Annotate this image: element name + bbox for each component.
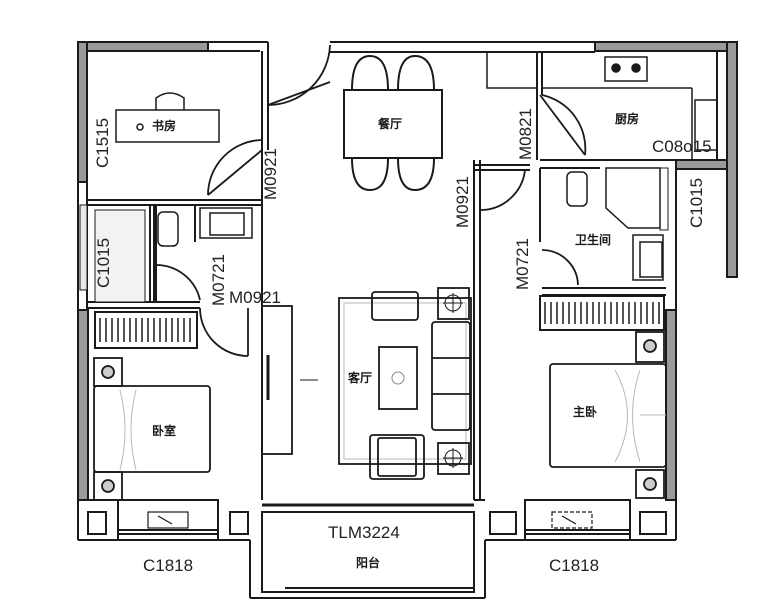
door-code-bath-right: M0721 <box>513 238 532 290</box>
living-room-set <box>261 287 472 480</box>
window-code-right-bath: C1015 <box>687 177 706 228</box>
door-code-study: M0921 <box>261 148 280 200</box>
door-code-bedroom: M0921 <box>229 288 281 307</box>
room-label-balcony: 阳台 <box>356 556 381 570</box>
room-label-bedroom: 卧室 <box>152 424 177 438</box>
room-label-bathroom: 卫生间 <box>575 233 612 247</box>
room-label-living: 客厅 <box>348 371 373 385</box>
bathroom-fixtures <box>94 167 669 303</box>
kitchen-counter <box>486 51 718 160</box>
room-label-kitchen: 厨房 <box>615 112 640 126</box>
exterior-walls <box>77 41 738 599</box>
window-code-kitchen: C08o15 <box>652 137 712 156</box>
room-label-study: 书房 <box>152 119 177 133</box>
dining-set <box>343 54 443 192</box>
room-label-master-bedroom: 主卧 <box>573 405 598 419</box>
study-desk <box>115 92 220 143</box>
door-code-kitchen: M0821 <box>516 108 535 160</box>
window-code-left-bath: C1015 <box>94 237 113 288</box>
beds <box>93 331 667 501</box>
door-code-entry: M0921 <box>453 176 472 228</box>
door-code-bath-left: M0721 <box>209 254 228 306</box>
window-code-bedroom: C1818 <box>143 556 194 575</box>
room-label-dining: 餐厅 <box>378 117 403 131</box>
window-code-study: C1515 <box>93 117 112 168</box>
window-code-master: C1818 <box>549 556 600 575</box>
ac-units <box>147 511 593 529</box>
door-code-balcony: TLM3224 <box>328 523 400 542</box>
wardrobes <box>94 295 665 349</box>
door-arcs <box>154 44 587 357</box>
